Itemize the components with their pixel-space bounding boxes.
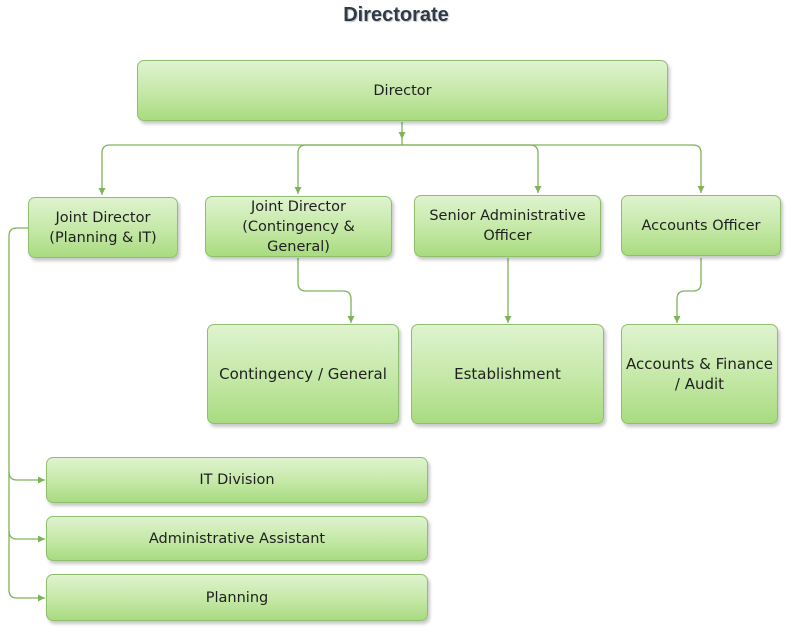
connector-to-jd-planning — [98, 139, 403, 195]
node-accounts-officer[interactable]: Accounts Officer — [621, 195, 781, 256]
connector-to-accounts-officer — [402, 144, 705, 193]
node-contingency-general[interactable]: Contingency / General — [207, 324, 399, 424]
node-establishment[interactable]: Establishment — [411, 324, 604, 424]
node-accounts-finance-audit[interactable]: Accounts & Finance / Audit — [621, 324, 778, 424]
node-administrative-assistant[interactable]: Administrative Assistant — [46, 516, 428, 561]
node-it-division[interactable]: IT Division — [46, 457, 428, 503]
node-senior-administrative-officer[interactable]: Senior Administrative Officer — [414, 195, 601, 257]
node-joint-director-contingency-general[interactable]: Joint Director (Contingency & General) — [205, 196, 392, 257]
diagram-title: Directorate — [343, 4, 449, 26]
connector-to-sao — [402, 144, 542, 193]
connector-to-it-division — [8, 471, 45, 484]
connector-to-admin-assistant — [8, 530, 45, 543]
node-joint-director-planning-it[interactable]: Joint Director (Planning & IT) — [28, 197, 178, 258]
connector-jd-planning-spine — [8, 227, 45, 602]
connector-to-jd-contingency — [294, 144, 402, 194]
node-director[interactable]: Director — [137, 60, 668, 121]
connector-accounts-officer-to-accounts-finance — [673, 258, 702, 323]
connector-jd-contingency-to-contingency-general — [297, 258, 355, 323]
node-planning[interactable]: Planning — [46, 574, 428, 621]
